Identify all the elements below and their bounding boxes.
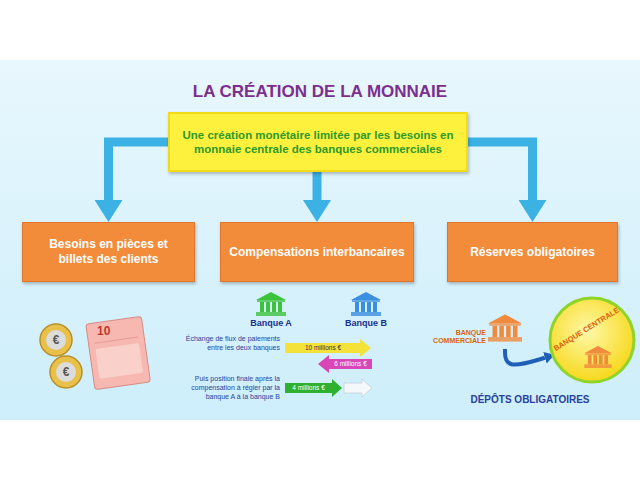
banknote-panel (95, 343, 143, 379)
flow-arrow (468, 142, 533, 206)
bank-name: Banque A (241, 318, 301, 328)
coins-illustration (40, 324, 82, 388)
need-box: Besoins en pièces et billets des clients (22, 222, 195, 282)
central-bank-icon (584, 346, 612, 368)
settlement-arrow (285, 379, 342, 397)
coin (50, 356, 82, 388)
deposit-label: DÉPÔTS OBLIGATOIRES (462, 394, 598, 405)
central-bank-disc (550, 298, 634, 382)
node-text: Compensations interbancaires (221, 245, 412, 260)
euro-symbol: € (49, 332, 63, 348)
coin-center (56, 362, 76, 382)
amount-label: 4 millions € (285, 383, 332, 393)
need-box: Compensations interbancaires (220, 222, 414, 282)
node-text: BANQUE COMMERCIALE (430, 329, 486, 345)
need-box: Réserves obligatoires (447, 222, 618, 282)
coin (40, 324, 72, 356)
payment-arrow (285, 339, 371, 357)
banknote (86, 316, 151, 389)
note-text: Puis position finale après la compensati… (172, 374, 280, 401)
background-panel (0, 60, 640, 420)
principle-box: Une création monétaire limitée par les b… (168, 112, 468, 172)
banknote-value: 10 (97, 324, 117, 338)
banknote-illustration (86, 316, 151, 389)
flow-arrow (313, 172, 322, 206)
settlement-arrow-pale (344, 379, 372, 397)
bank-name: Banque B (336, 318, 396, 328)
amount-label: 6 millions € (329, 359, 372, 369)
payment-arrow (318, 355, 372, 373)
central-bank-circle: BANQUE CENTRALE (548, 296, 636, 384)
commercial-bank-icon (488, 314, 522, 341)
bank-b-icon (351, 292, 381, 316)
note-text: Échange de flux de paiements entre les d… (184, 334, 280, 352)
node-text: Besoins en pièces et billets des clients (23, 237, 194, 267)
euro-symbol: € (59, 364, 73, 380)
commercial-bank: BANQUE COMMERCIALE (430, 306, 522, 348)
node-text: Une création monétaire limitée par les b… (170, 128, 466, 156)
deposit-arrow (505, 349, 545, 365)
coin-center (46, 330, 66, 350)
amount-label: 10 millions € (286, 343, 360, 353)
flow-arrow (109, 142, 169, 206)
bank-a-icon (256, 292, 286, 316)
diagram-title: LA CRÉATION DE LA MONNAIE (0, 82, 640, 102)
node-text: Réserves obligatoires (462, 245, 603, 260)
